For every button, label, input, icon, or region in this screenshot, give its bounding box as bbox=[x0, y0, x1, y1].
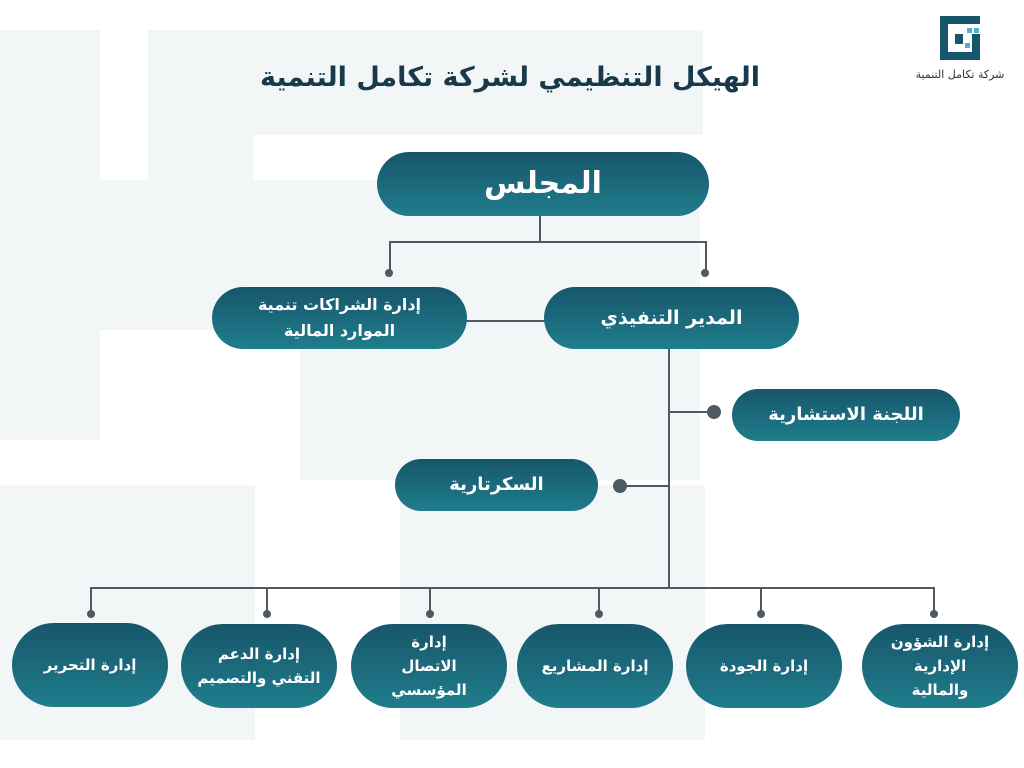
connector bbox=[668, 348, 670, 588]
page-title: الهيكل التنظيمي لشركة تكامل التنمية bbox=[259, 62, 761, 93]
connector bbox=[389, 241, 706, 243]
connector-dot bbox=[707, 405, 721, 419]
connector-dot bbox=[263, 610, 271, 618]
connector-dot bbox=[385, 269, 393, 277]
connector bbox=[90, 587, 92, 611]
connector-dot bbox=[613, 479, 627, 493]
connector bbox=[266, 587, 268, 611]
connector bbox=[539, 215, 541, 242]
connector bbox=[668, 411, 713, 413]
node-department[interactable]: إدارة الشؤون الإدارية والمالية bbox=[862, 624, 1018, 708]
connector-dot bbox=[595, 610, 603, 618]
bg-shape bbox=[0, 30, 100, 440]
connector bbox=[466, 320, 546, 322]
connector-dot bbox=[701, 269, 709, 277]
connector-dot bbox=[757, 610, 765, 618]
connector bbox=[760, 587, 762, 611]
node-secretariat[interactable]: السكرتارية bbox=[395, 459, 598, 511]
logo-mark-icon bbox=[940, 16, 980, 60]
connector bbox=[389, 241, 391, 271]
node-advisory[interactable]: اللجنة الاستشارية bbox=[732, 389, 960, 441]
connector-dot bbox=[87, 610, 95, 618]
company-logo: شركة تكامل التنمية bbox=[905, 16, 1015, 81]
node-department[interactable]: إدارة المشاريع bbox=[517, 624, 673, 708]
node-department[interactable]: إدارة الجودة bbox=[686, 624, 842, 708]
connector bbox=[933, 587, 935, 611]
connector bbox=[598, 587, 600, 611]
node-department[interactable]: إدارة الاتصال المؤسسي bbox=[351, 624, 507, 708]
node-partnerships[interactable]: إدارة الشراكات تنمية الموارد المالية bbox=[212, 287, 467, 349]
node-ceo[interactable]: المدير التنفيذي bbox=[544, 287, 799, 349]
connector-dot bbox=[426, 610, 434, 618]
connector-dot bbox=[930, 610, 938, 618]
connector bbox=[429, 587, 431, 611]
connector bbox=[705, 241, 707, 271]
node-department[interactable]: إدارة التحرير bbox=[12, 623, 168, 707]
bg-shape bbox=[148, 30, 703, 135]
node-department[interactable]: إدارة الدعم التقني والتصميم bbox=[181, 624, 337, 708]
node-council[interactable]: المجلس bbox=[377, 152, 709, 216]
logo-text: شركة تكامل التنمية bbox=[915, 68, 1005, 81]
bg-shape bbox=[300, 330, 700, 480]
connector bbox=[90, 587, 935, 589]
connector bbox=[620, 485, 670, 487]
